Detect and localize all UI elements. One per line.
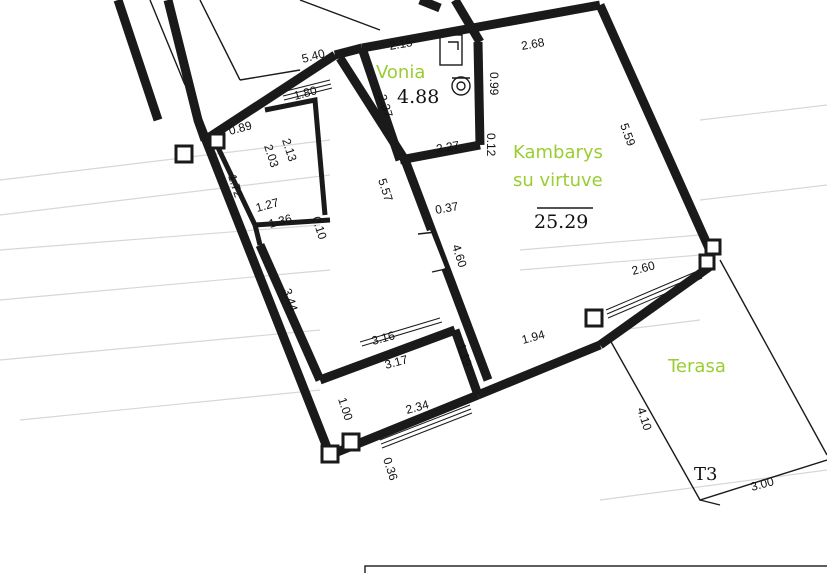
dim-0-12: 0.12 (484, 133, 498, 157)
room-area-kambarys: 25.29 (534, 211, 588, 233)
dimensions: 5.40 1.80 2.15 2.37 0.99 2.68 5.59 0.12 … (225, 35, 776, 494)
dim-1-00: 1.00 (335, 396, 356, 423)
room-labels: Vonia 4.88 Kambarys su virtuve 25.29 Ter… (376, 62, 726, 485)
dim-2-13: 2.13 (279, 137, 300, 164)
dim-3-16: 3.16 (370, 328, 396, 348)
dim-1-19: 1.19 (454, 342, 475, 369)
terrace-code: T3 (694, 464, 717, 485)
door-openings (417, 229, 451, 273)
dim-5-57: 5.57 (375, 177, 396, 204)
dim-2-34: 2.34 (404, 397, 430, 417)
dim-4-60: 4.60 (449, 243, 470, 270)
exterior-walls (163, 0, 717, 460)
dim-2-27: 2.27 (435, 138, 461, 156)
dim-1-27: 1.27 (254, 195, 280, 215)
dim-1-72: 1.72 (225, 173, 246, 200)
dim-2-37: 2.37 (375, 93, 396, 120)
dim-2-60: 2.60 (630, 258, 656, 278)
room-area-vonia: 4.88 (397, 86, 439, 108)
dim-0-89: 0.89 (227, 118, 253, 138)
bottom-frame (364, 565, 827, 573)
dim-3-00: 3.00 (749, 474, 775, 494)
bathroom-fixtures (439, 34, 471, 96)
dim-0-37: 0.37 (434, 199, 460, 217)
dim-1-94: 1.94 (520, 327, 546, 347)
windows (281, 79, 703, 449)
background-lines (0, 104, 827, 501)
dim-0-10: 0.10 (309, 215, 330, 242)
columns (174, 132, 722, 464)
interior-walls (209, 41, 493, 397)
dim-0-36: 0.36 (380, 456, 401, 483)
room-label-kambarys-line2: su virtuve (513, 170, 603, 191)
room-label-kambarys-line1: Kambarys (513, 142, 603, 163)
dim-0-99: 0.99 (487, 72, 501, 96)
dim-2-15: 2.15 (388, 35, 414, 53)
dim-1-36: 1.36 (267, 211, 293, 231)
dim-5-59: 5.59 (617, 121, 638, 148)
dim-1-80: 1.80 (292, 83, 318, 103)
dim-3-17: 3.17 (383, 352, 409, 372)
dim-2-03: 2.03 (261, 143, 282, 170)
dim-4-10: 4.10 (634, 406, 655, 433)
room-label-terasa: Terasa (667, 356, 726, 377)
dim-3-44: 3.44 (280, 287, 301, 314)
terrace-outline (609, 259, 827, 506)
dim-2-68: 2.68 (520, 35, 546, 53)
room-label-vonia: Vonia (376, 62, 425, 83)
dim-5-40: 5.40 (300, 46, 326, 66)
neighbor-unit-outline (113, 0, 381, 122)
